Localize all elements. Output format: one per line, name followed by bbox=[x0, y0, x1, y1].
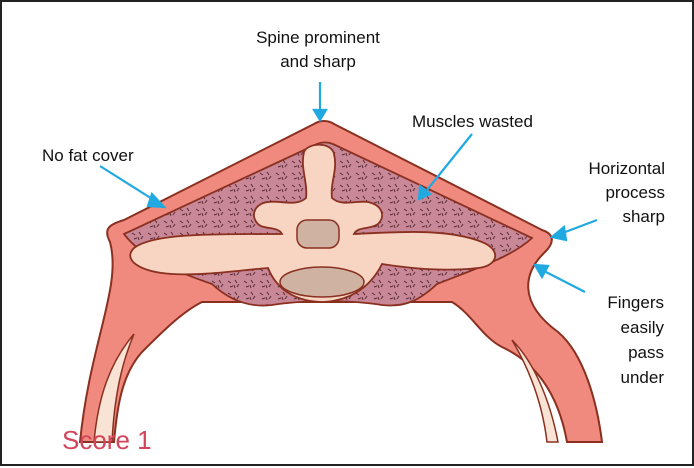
fingers-arrow bbox=[535, 265, 585, 292]
fat-arrow bbox=[100, 166, 164, 207]
fingers-label: Fingers easily pass under bbox=[562, 290, 664, 390]
score-label: Score 1 bbox=[62, 425, 152, 456]
horizontal-process-label: Horizontal process sharp bbox=[550, 157, 665, 229]
spine-label: Spine prominent and sharp bbox=[228, 26, 408, 74]
spine-arrow bbox=[314, 82, 326, 120]
fat-cover-label: No fat cover bbox=[42, 144, 134, 168]
muscles-label: Muscles wasted bbox=[412, 110, 533, 134]
rib-bones bbox=[94, 334, 558, 442]
